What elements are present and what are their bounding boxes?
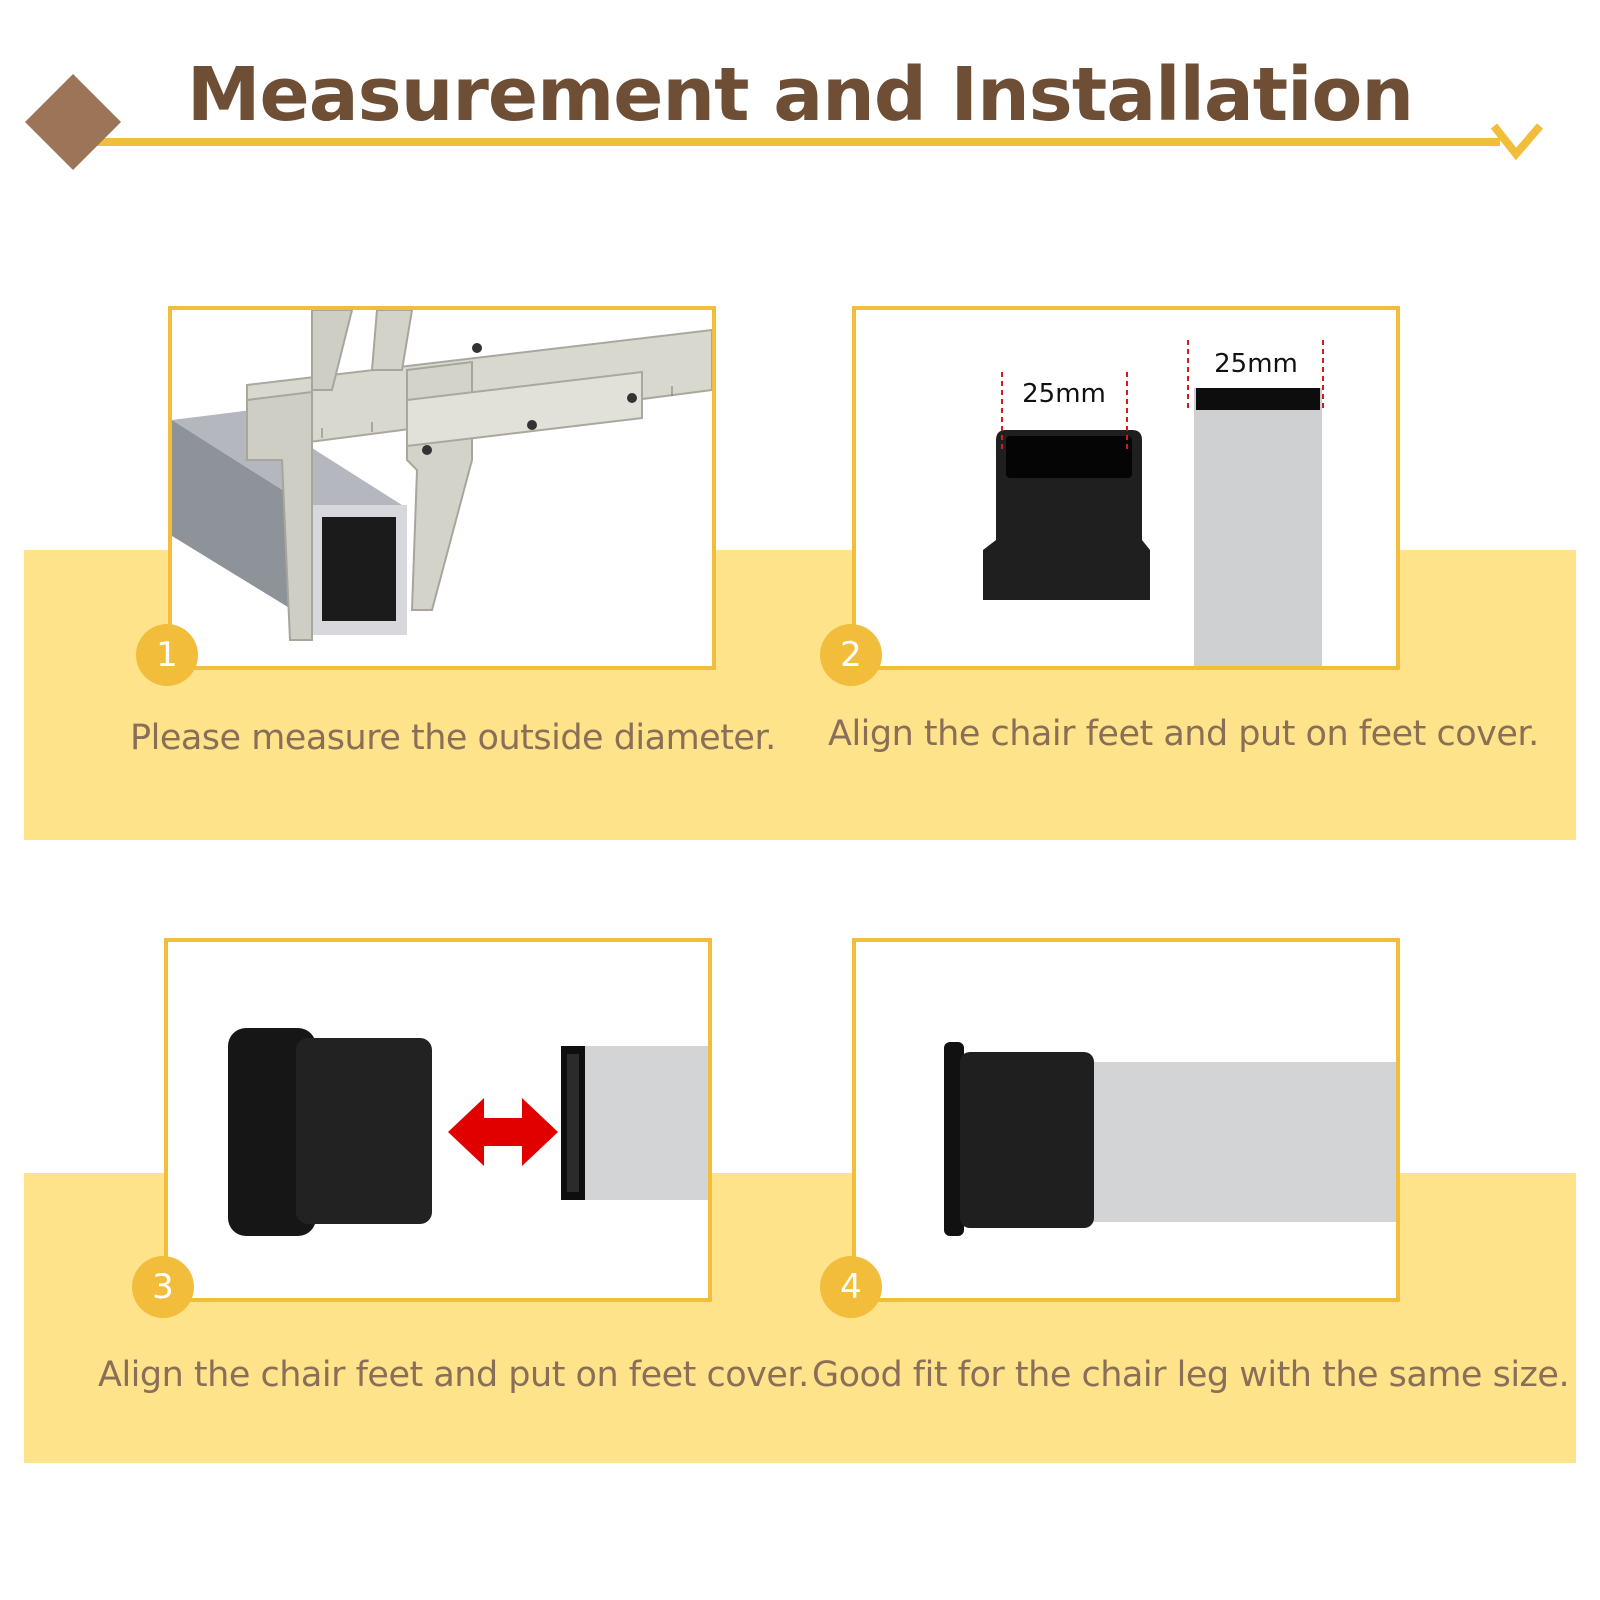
step-1-badge: 1 [136, 624, 198, 686]
chevron-down-icon [1490, 123, 1544, 161]
step-1-image [168, 306, 716, 670]
title-underline [80, 138, 1500, 146]
diamond-icon [25, 74, 121, 170]
page-title: Measurement and Installation [186, 52, 1414, 138]
step-2-caption: Align the chair feet and put on feet cov… [828, 714, 1539, 754]
step-3-badge: 3 [132, 1256, 194, 1318]
title-decoration [25, 74, 1544, 170]
step-2-badge: 2 [820, 624, 882, 686]
align-illustration [228, 1028, 708, 1236]
cover-size-label: 25mm [1022, 379, 1106, 409]
step-2-image: 25mm 25mm [852, 306, 1400, 670]
size-comparison-illustration: 25mm 25mm [983, 340, 1324, 666]
step-3-caption: Align the chair feet and put on feet cov… [98, 1355, 809, 1395]
step-1-caption: Please measure the outside diameter. [130, 718, 776, 758]
step-4-badge: 4 [820, 1256, 882, 1318]
step-3-image [164, 938, 712, 1302]
leg-size-label: 25mm [1214, 349, 1298, 379]
step-4-image [852, 938, 1400, 1302]
double-arrow-icon [448, 1098, 558, 1166]
caliper-illustration [172, 310, 712, 641]
fitted-illustration [944, 1042, 1396, 1236]
step-4-caption: Good fit for the chair leg with the same… [812, 1355, 1570, 1395]
